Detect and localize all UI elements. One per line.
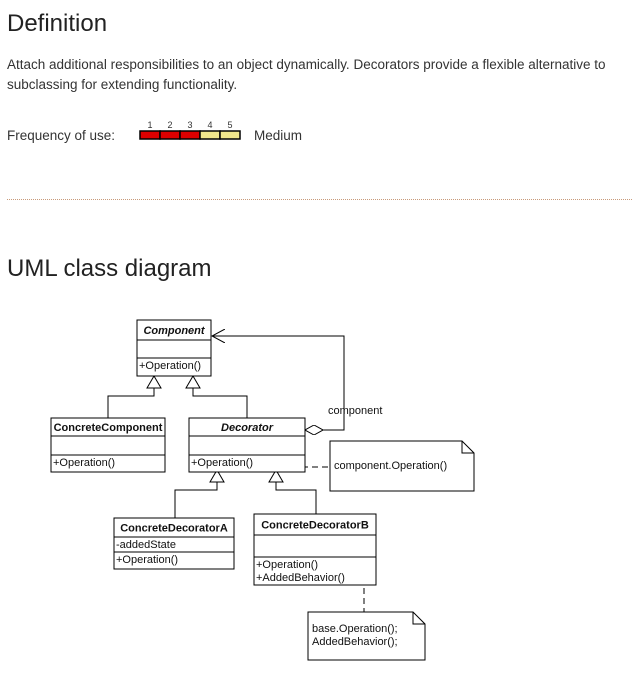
class-operation: +Operation() bbox=[53, 457, 115, 469]
note-shape bbox=[329, 440, 475, 492]
note-shape bbox=[307, 611, 426, 661]
frequency-label: Frequency of use: bbox=[7, 128, 116, 143]
definition-text: Attach additional responsibilities to an… bbox=[7, 57, 606, 92]
inheritance-decorator bbox=[192, 388, 248, 418]
class-name: Decorator bbox=[221, 422, 274, 434]
decorator-note: component.Operation() bbox=[329, 440, 475, 492]
inheritance-arrowhead-3 bbox=[209, 469, 225, 483]
class-box bbox=[113, 517, 235, 570]
inheritance-decoratorb bbox=[275, 482, 317, 518]
inheritance-arrowhead-1 bbox=[146, 375, 162, 389]
note-text: base.Operation(); bbox=[312, 623, 398, 635]
frequency-scale-label: 3 bbox=[187, 120, 192, 130]
class-operation: +Operation() bbox=[116, 554, 178, 566]
class-name: Component bbox=[143, 325, 205, 337]
frequency-meter: 1 2 3 4 5 bbox=[139, 120, 241, 140]
class-box bbox=[188, 417, 306, 473]
association-label: component bbox=[328, 405, 382, 417]
class-name: ConcreteComponent bbox=[54, 422, 163, 434]
class-concrete-component: ConcreteComponent +Operation() bbox=[50, 417, 166, 473]
frequency-scale-label: 5 bbox=[227, 120, 232, 130]
class-box bbox=[136, 319, 212, 377]
class-operation: +Operation() bbox=[191, 457, 253, 469]
frequency-scale-label: 4 bbox=[207, 120, 212, 130]
note-fold bbox=[461, 441, 474, 454]
class-operation: +AddedBehavior() bbox=[256, 572, 345, 584]
class-attribute: -addedState bbox=[116, 539, 176, 551]
note-text: component.Operation() bbox=[334, 460, 447, 472]
class-operation: +Operation() bbox=[139, 360, 201, 372]
class-box bbox=[253, 513, 377, 586]
inheritance-decoratora bbox=[174, 482, 218, 518]
inheritance-arrowhead-4 bbox=[268, 469, 284, 483]
class-concrete-decorator-a: ConcreteDecoratorA -addedState +Operation(… bbox=[113, 517, 235, 570]
frequency-cell bbox=[219, 130, 241, 140]
uml-class-diagram: component Component+Operation()ConcreteC… bbox=[50, 319, 475, 661]
class-name: ConcreteDecoratorB bbox=[261, 520, 369, 532]
decorator-b-note: base.Operation();AddedBehavior(); bbox=[307, 611, 426, 661]
frequency-cell bbox=[139, 130, 161, 140]
class-concrete-decorator-b: ConcreteDecoratorB +Operation()+AddedBeha… bbox=[253, 513, 377, 586]
frequency-cell bbox=[179, 130, 201, 140]
frequency-scale-label: 1 bbox=[147, 120, 152, 130]
definition-heading: Definition bbox=[7, 10, 108, 37]
class-operation: +Operation() bbox=[256, 559, 318, 571]
class-box bbox=[50, 417, 166, 473]
class-component: Component +Operation() bbox=[136, 319, 212, 377]
inheritance-concretecomponent bbox=[107, 388, 155, 418]
connectors bbox=[107, 336, 365, 612]
class-decorator: Decorator +Operation() bbox=[188, 417, 306, 473]
note-text: AddedBehavior(); bbox=[312, 636, 398, 648]
frequency-cell bbox=[199, 130, 221, 140]
frequency-value: Medium bbox=[254, 128, 303, 143]
inheritance-arrowhead-2 bbox=[185, 375, 201, 389]
note-fold bbox=[412, 612, 425, 625]
class-name: ConcreteDecoratorA bbox=[120, 523, 228, 535]
frequency-scale-label: 2 bbox=[167, 120, 172, 130]
uml-heading: UML class diagram bbox=[7, 255, 212, 282]
component-association bbox=[212, 336, 345, 430]
section-divider bbox=[7, 199, 632, 200]
frequency-cell bbox=[159, 130, 181, 140]
